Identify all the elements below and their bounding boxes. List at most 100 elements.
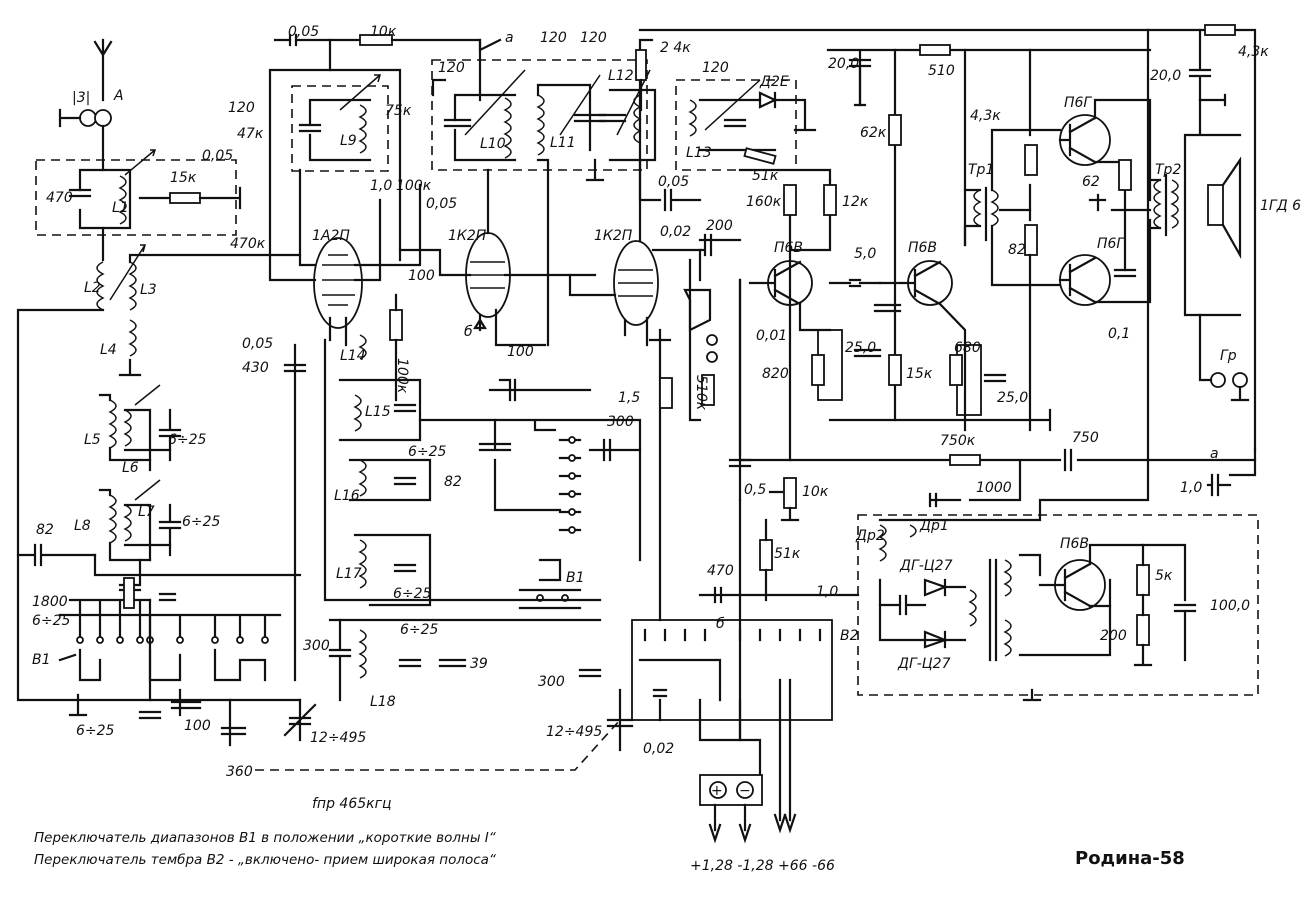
svg-text:1К2П: 1К2П xyxy=(594,228,633,244)
svg-text:В1: В1 xyxy=(32,652,51,668)
svg-text:510к: 510к xyxy=(693,375,709,411)
svg-text:1,0: 1,0 xyxy=(1180,480,1202,496)
svg-text:L4: L4 xyxy=(100,342,117,358)
svg-text:10к: 10к xyxy=(370,24,397,40)
svg-text:470к: 470к xyxy=(230,236,266,252)
svg-text:а: а xyxy=(1210,446,1219,462)
svg-text:1К2П: 1К2П xyxy=(448,228,487,244)
svg-text:Д2Е: Д2Е xyxy=(759,74,789,90)
l13-box xyxy=(675,79,817,171)
svg-text:20,0: 20,0 xyxy=(828,56,859,72)
svg-text:82: 82 xyxy=(36,522,54,538)
coils-l5-l8 xyxy=(16,384,302,577)
svg-text:L3: L3 xyxy=(140,282,157,298)
svg-text:L6: L6 xyxy=(122,460,139,476)
svg-text:1000: 1000 xyxy=(976,480,1012,496)
svg-text:Др1: Др1 xyxy=(919,518,949,534)
svg-text:430: 430 xyxy=(242,360,269,376)
svg-text:+: + xyxy=(711,783,723,799)
svg-text:750к: 750к xyxy=(940,433,976,449)
svg-text:25,0: 25,0 xyxy=(997,390,1028,406)
svg-text:0,1: 0,1 xyxy=(1108,326,1130,342)
svg-text:L7: L7 xyxy=(138,504,155,520)
svg-text:L16: L16 xyxy=(334,488,360,504)
l9-box xyxy=(291,74,389,172)
svg-text:L15: L15 xyxy=(365,404,391,420)
svg-text:П6В: П6В xyxy=(1060,536,1089,552)
device-labels: 1А2П 1К2П 1К2П П6В П6В П6Г П6Г П6В Д2Е Д… xyxy=(32,30,1301,672)
svg-text:4,3к: 4,3к xyxy=(970,108,1001,124)
svg-text:ДГ-Ц27: ДГ-Ц27 xyxy=(899,558,953,574)
svg-text:б: б xyxy=(464,324,473,340)
svg-text:120: 120 xyxy=(228,100,255,116)
svg-text:б: б xyxy=(716,616,725,632)
svg-text:0,5: 0,5 xyxy=(744,482,766,498)
headphone-jack-1 xyxy=(1210,372,1226,388)
svg-text:6÷25: 6÷25 xyxy=(32,613,71,629)
band-switch-b1-mid xyxy=(418,378,642,610)
svg-text:160к: 160к xyxy=(746,194,782,210)
svg-text:Тр1: Тр1 xyxy=(968,162,994,178)
svg-text:L10: L10 xyxy=(480,136,506,152)
power-supply-labels: +1,28 -1,28 +66 -66 xyxy=(690,858,835,874)
component-labels: 470 15к 0,05 10к 120 47к 0,05 470к 75к 1… xyxy=(32,24,1269,780)
coil-labels: L1 L2 L3 L4 L5 L6 L7 L8 L9 L10 L11 L12 L… xyxy=(74,68,712,710)
svg-text:L1: L1 xyxy=(112,200,129,216)
svg-text:360: 360 xyxy=(226,764,253,780)
svg-text:680: 680 xyxy=(954,340,981,356)
svg-text:510: 510 xyxy=(928,63,955,79)
svg-text:300: 300 xyxy=(607,414,634,430)
svg-text:12÷495: 12÷495 xyxy=(546,724,602,740)
svg-text:20,0: 20,0 xyxy=(1150,68,1181,84)
svg-text:L5: L5 xyxy=(84,432,101,448)
svg-text:750: 750 xyxy=(1072,430,1099,446)
if-amplifier-1k2p-1 xyxy=(398,168,597,347)
svg-text:0,05: 0,05 xyxy=(202,148,233,164)
svg-text:6÷25: 6÷25 xyxy=(76,723,115,739)
oscillator-coils xyxy=(323,334,602,702)
svg-text:82: 82 xyxy=(444,474,462,490)
ground-terminal xyxy=(79,109,97,127)
svg-text:0,05: 0,05 xyxy=(242,336,273,352)
l10-box xyxy=(431,59,648,171)
headphone-jack-2 xyxy=(1232,372,1248,388)
svg-text:Тр2: Тр2 xyxy=(1155,162,1181,178)
diagram-title: Родина-58 xyxy=(1075,848,1185,869)
svg-text:0,05: 0,05 xyxy=(426,196,457,212)
if-frequency-note: fпр 465кгц xyxy=(312,796,391,812)
coils-l2-l4 xyxy=(16,244,302,702)
interconnect-wires xyxy=(283,258,860,682)
svg-text:51к: 51к xyxy=(774,546,801,562)
svg-text:300: 300 xyxy=(538,674,565,690)
svg-text:П6В: П6В xyxy=(774,240,803,256)
svg-text:6÷25: 6÷25 xyxy=(168,432,207,448)
svg-text:а: а xyxy=(505,30,514,46)
svg-text:1,5: 1,5 xyxy=(618,390,640,406)
svg-text:1800: 1800 xyxy=(32,594,68,610)
svg-text:Гр: Гр xyxy=(1220,348,1237,364)
svg-text:100: 100 xyxy=(507,344,534,360)
svg-text:L11: L11 xyxy=(550,135,576,151)
svg-text:1,0: 1,0 xyxy=(370,178,392,194)
svg-text:L2: L2 xyxy=(84,280,101,296)
battery-connector: + − xyxy=(699,774,763,844)
svg-text:100к: 100к xyxy=(394,358,410,394)
svg-text:5,0: 5,0 xyxy=(854,246,876,262)
svg-text:15к: 15к xyxy=(906,366,933,382)
tuning-gang-link xyxy=(255,688,634,771)
svg-text:820: 820 xyxy=(762,366,789,382)
svg-text:Др2: Др2 xyxy=(855,528,885,544)
svg-text:120: 120 xyxy=(702,60,729,76)
svg-text:L14: L14 xyxy=(340,348,366,364)
svg-text:0,02: 0,02 xyxy=(643,741,674,757)
svg-text:L17: L17 xyxy=(336,566,362,582)
band-switch-b1-left xyxy=(58,558,317,747)
antenna-label: A xyxy=(113,88,124,104)
svg-text:−: − xyxy=(739,783,751,799)
svg-text:6÷25: 6÷25 xyxy=(182,514,221,530)
svg-text:200: 200 xyxy=(1100,628,1127,644)
svg-text:62: 62 xyxy=(1082,174,1100,190)
svg-text:В1: В1 xyxy=(566,570,585,586)
svg-text:0,01: 0,01 xyxy=(756,328,787,344)
svg-text:5к: 5к xyxy=(1155,568,1173,584)
